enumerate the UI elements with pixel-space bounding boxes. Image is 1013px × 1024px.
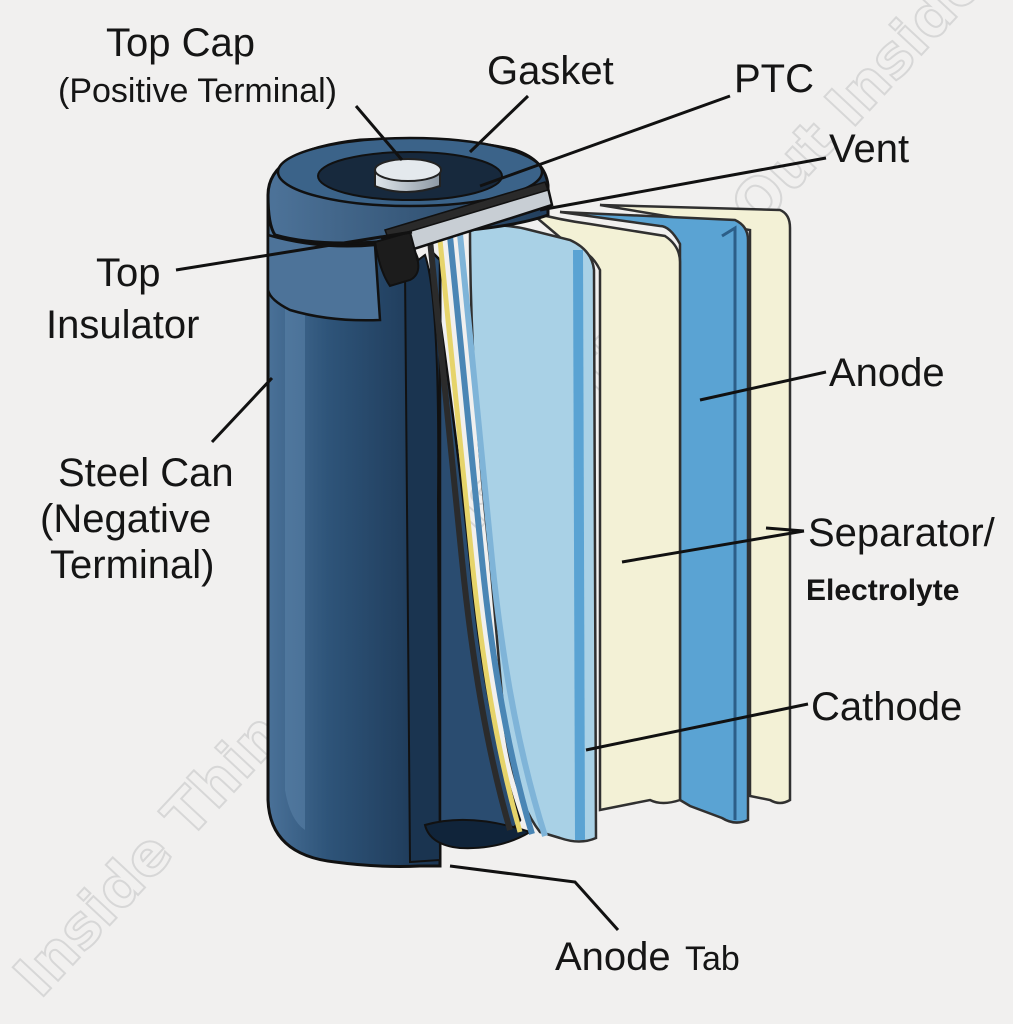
leader-separator-b xyxy=(765,526,805,533)
electrode-sheets xyxy=(468,203,792,843)
label-vent: Vent xyxy=(829,127,909,171)
can-bottom-rim xyxy=(423,818,533,850)
label-electrolyte: Electrolyte xyxy=(806,574,959,607)
labels: Top Cap (Positive Terminal) Gasket PTC V… xyxy=(40,21,996,979)
can-highlight xyxy=(285,300,305,830)
anode-sheet-edge xyxy=(721,225,737,820)
label-cathode: Cathode xyxy=(811,685,962,729)
label-insulator: Insulator xyxy=(46,303,199,347)
top-insulator-block xyxy=(373,230,420,288)
leader-gasket xyxy=(468,94,530,154)
leader-top-cap xyxy=(354,105,404,161)
separator-front-sheet xyxy=(529,210,682,812)
label-anode-tab-1: Anode xyxy=(555,935,671,979)
label-positive-terminal: (Positive Terminal) xyxy=(58,72,337,110)
label-anode-tab-2: Tab xyxy=(685,940,740,978)
leader-steel-can xyxy=(210,376,274,444)
cathode-sheet-edge xyxy=(573,249,585,841)
label-negative-terminal-2: Terminal) xyxy=(50,543,214,587)
leader-cathode xyxy=(585,702,809,752)
leader-lines xyxy=(175,94,827,932)
leader-anode xyxy=(699,370,827,402)
label-steel-can: Steel Can xyxy=(58,451,234,495)
cap-cut-step xyxy=(266,233,382,322)
label-top-cap: Top Cap xyxy=(106,21,255,65)
leader-separator-a xyxy=(621,529,805,564)
layer-strand-blue2 xyxy=(457,233,548,837)
layer-strand-yellow xyxy=(437,239,523,833)
top-cap-assembly xyxy=(266,136,554,322)
label-separator: Separator/ xyxy=(808,511,996,555)
steel-can xyxy=(266,194,533,868)
anode-sheet xyxy=(559,210,750,824)
label-gasket: Gasket xyxy=(487,49,614,93)
leader-ptc xyxy=(479,94,731,188)
label-anode: Anode xyxy=(829,351,945,395)
positive-terminal-top xyxy=(374,158,442,182)
separator-back-sheet xyxy=(599,203,792,805)
label-negative-terminal-1: (Negative xyxy=(40,497,211,541)
can-inner-wall xyxy=(403,253,442,864)
leader-top-insulator xyxy=(175,230,413,272)
label-top: Top xyxy=(96,251,161,295)
jelly-roll-layers xyxy=(427,233,548,837)
leader-vent xyxy=(539,156,827,212)
leader-anode-tab xyxy=(449,864,620,932)
layer-strand-dark xyxy=(427,239,513,831)
layer-strand-blue1 xyxy=(447,235,535,835)
label-ptc: PTC xyxy=(734,57,814,101)
